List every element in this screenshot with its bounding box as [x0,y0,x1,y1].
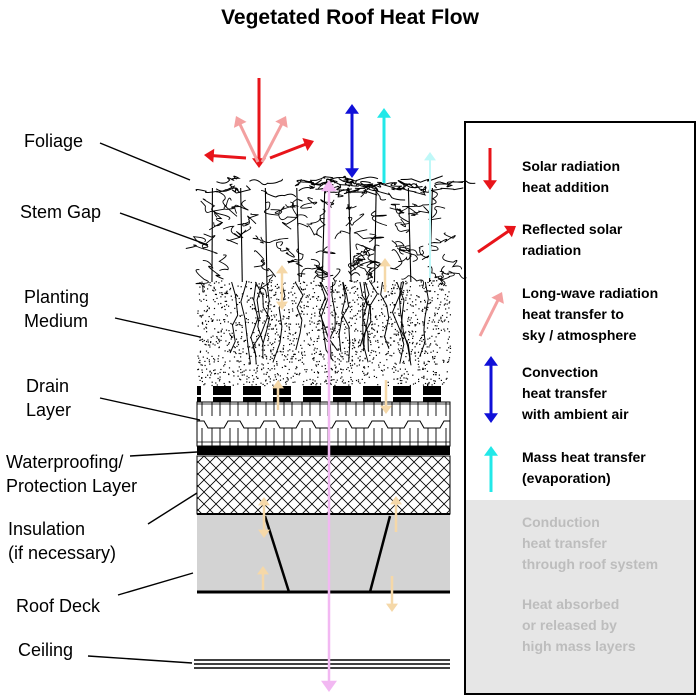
absorbed-arrow [272,380,284,410]
insulation-label-line: Insulation [8,519,86,539]
legend-convection-text: Convection heat transfer with ambient air [522,362,629,425]
absorbed-arrow [380,380,392,414]
legend-line: Long-wave radiation [522,285,659,301]
insulation-label-line: (if necessary) [8,543,117,563]
drain-layer [196,401,451,447]
legend-longwave-text: Long-wave radiation heat transfer to sky /… [522,283,658,346]
ceiling-label-line: Ceiling [18,640,74,660]
waterproofing-label-line: Protection Layer [6,476,138,496]
absorbed-arrow [386,576,398,612]
drain-blocks [197,386,450,402]
absorbed-arrow [276,265,288,310]
legend-line: heat transfer [522,385,607,401]
legend-line: heat addition [522,179,610,195]
legend-line: through roof system [522,556,659,572]
stem-gap-label: Stem Gap [20,200,101,224]
legend-box [464,121,696,695]
drain-layer-label-line: Layer [26,400,72,420]
longwave-arrow [260,116,288,163]
absorbed-arrow [390,496,402,532]
absorbed-arrow [258,497,270,538]
stem-gap-layer [185,181,467,299]
leader-line [87,655,193,664]
roof-deck-label: Roof Deck [16,594,100,618]
ceiling-layer [194,659,450,669]
foliage-layer [195,175,476,201]
mass-arrow-faint [424,152,436,278]
legend-line: radiation [522,242,582,258]
leader-line [99,142,191,181]
convection-arrow [345,104,359,178]
insulation-label: Insulation (if necessary) [8,517,116,565]
legend-line: Mass heat transfer [522,449,646,465]
deck-beams [263,515,392,593]
leader-line [129,451,198,457]
legend-line: with ambient air [522,406,629,422]
legend-line: heat transfer to [522,306,624,322]
legend-shade [465,500,695,694]
waterproofing-layer [197,446,450,455]
diagram-title: Vegetated Roof Heat Flow [221,6,479,29]
planting-medium-label-line: Planting [24,287,90,307]
mass-arrow [377,108,391,183]
legend-reflected-arrow [477,225,516,254]
leader-line [119,212,209,246]
stem-gap-label-line: Stem Gap [20,202,102,222]
legend-line: heat transfer [522,535,607,551]
legend-solar-arrow [483,148,497,190]
legend-solar-text: Solar radiation heat addition [522,156,620,198]
legend-line: high mass layers [522,638,636,654]
legend-line: or released by [522,617,617,633]
absorbed-arrow [379,258,391,292]
conduction-arrow [321,180,337,692]
reflected-arrow [204,148,247,163]
legend-conduction-text: Conduction heat transfer through roof syst… [522,512,658,575]
planting-medium-layer [197,280,452,387]
protection-layer [196,455,451,515]
legend-line: (evaporation) [522,470,611,486]
legend-line: Heat absorbed [522,596,620,612]
leader-line [114,317,201,338]
leader-line [117,572,194,596]
legend-mass-text: Mass heat transfer (evaporation) [522,447,646,489]
longwave-arrow [233,116,260,163]
legend-line: Solar radiation [522,158,621,174]
legend-line: Convection [522,364,599,380]
legend-absorbed-text: Heat absorbed or released by high mass lay… [522,594,636,657]
foliage-label: Foliage [24,129,83,153]
drain-layer-label-line: Drain [26,376,70,396]
reflected-arrow [269,138,314,160]
planting-medium-label-line: Medium [24,311,89,331]
waterproofing-label-line: Waterproofing/ [6,452,124,472]
absorbed-arrow [257,566,269,590]
legend-mass-arrow [484,446,498,492]
legend-line: Reflected solar [522,221,623,237]
leader-line [99,397,201,421]
legend-longwave-arrow [478,292,504,337]
ceiling-label: Ceiling [18,638,73,662]
insulation-layer [197,515,450,591]
waterproofing-label: Waterproofing/Protection Layer [6,450,137,498]
foliage-label-line: Foliage [24,131,84,151]
legend-reflected-text: Reflected solar radiation [522,219,622,261]
legend-line: Conduction [522,514,600,530]
roof-deck-label-line: Roof Deck [16,596,101,616]
legend-convection-arrow [484,356,498,423]
leader-line [147,492,198,525]
legend-line: sky / atmosphere [522,327,637,343]
